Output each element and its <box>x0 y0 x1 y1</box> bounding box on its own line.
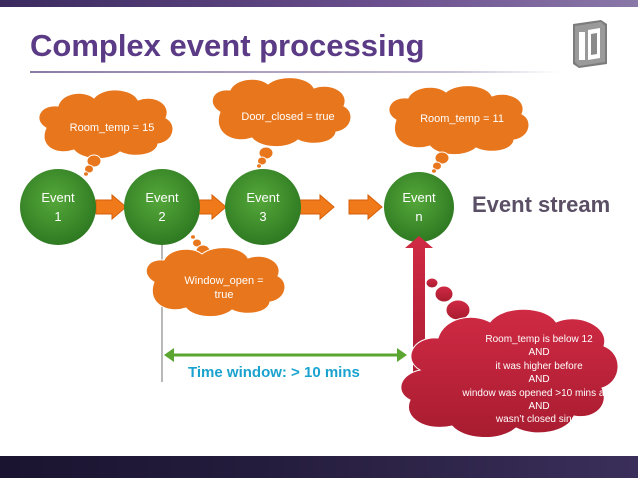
cloud-window-open-line1: Window_open = <box>184 275 264 287</box>
condition-cloud <box>400 277 619 439</box>
event-2-circle <box>124 169 200 245</box>
slide-title: Complex event processing <box>30 28 425 63</box>
cloud-room-temp-15 <box>38 89 174 177</box>
event-2-label: Event 2 <box>134 188 190 226</box>
event-stream-label: Event stream <box>472 192 611 217</box>
event-1-label-line1: Event <box>41 190 75 205</box>
arrow-event1-to-event2 <box>95 193 127 221</box>
event-n-label-line1: Event <box>402 190 436 205</box>
condition-line: it was higher before <box>495 360 583 372</box>
condition-line: AND <box>528 374 550 386</box>
event-2-label-line1: Event <box>145 190 179 205</box>
event-1-circle <box>20 169 96 245</box>
cloud-window-open-line2: true <box>214 289 234 301</box>
time-window-arrow <box>164 348 407 362</box>
cloud-window-open-label: Window_open = true <box>162 274 286 302</box>
condition-line: window was opened >10 mins ago <box>462 387 616 399</box>
title-underline <box>30 71 560 73</box>
red-up-arrow <box>405 236 433 395</box>
arrow-event3-to-gap <box>299 193 335 221</box>
cloud-room-temp-11 <box>388 85 530 174</box>
condition-line: AND <box>528 401 550 413</box>
arrow-event2-to-event3 <box>198 193 227 221</box>
condition-line: AND <box>528 347 550 359</box>
cloud-window-open <box>145 234 286 317</box>
event-n-circle <box>384 172 454 242</box>
event-2-label-line2: 2 <box>158 209 166 224</box>
bottom-accent-bar <box>0 456 638 478</box>
time-window-label: Time window: > 10 mins <box>188 364 360 381</box>
arrow-gap-to-eventn <box>348 193 383 221</box>
condition-line: Room_temp is below 12 <box>485 334 593 345</box>
event-3-label-line2: 3 <box>259 209 267 224</box>
condition-text: Room_temp is below 12 AND it was higher … <box>444 333 634 427</box>
event-3-label-line1: Event <box>246 190 280 205</box>
event-n-label: Event n <box>391 188 447 226</box>
event-3-label: Event 3 <box>235 188 291 226</box>
cloud-room-temp-11-label: Room_temp = 11 <box>420 113 504 125</box>
event-1-label-line2: 1 <box>54 209 62 224</box>
cloud-room-temp-15-label: Room_temp = 15 <box>69 122 155 134</box>
company-logo-icon <box>573 20 607 68</box>
cloud-door-closed <box>211 77 352 169</box>
cloud-door-closed-label: Door_closed = true <box>241 111 335 123</box>
event-n-label-line2: n <box>415 209 423 224</box>
event-3-circle <box>225 169 301 245</box>
event-1-label: Event 1 <box>30 188 86 226</box>
top-accent-bar <box>0 0 638 7</box>
condition-line: wasn’t closed since <box>495 414 583 426</box>
